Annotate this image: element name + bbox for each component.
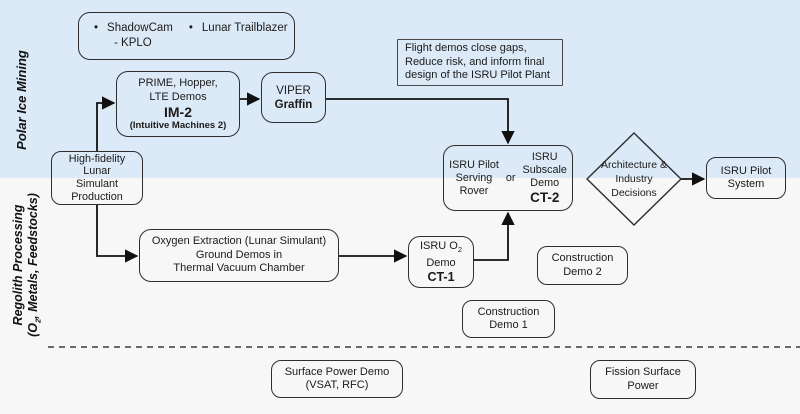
construction-demo-1-box: Construction Demo 1	[462, 300, 555, 338]
kplo-label: - KPLO	[114, 37, 152, 49]
lane-label-polar-ice-mining: Polar Ice Mining	[14, 50, 29, 150]
flight-demos-note-box: Flight demos close gaps, Reduce risk, an…	[397, 39, 563, 86]
flight-note-line3: design of the ISRU Pilot Plant	[405, 69, 550, 82]
shadowcam-label: ShadowCam	[107, 22, 173, 34]
graffin-label: Graffin	[274, 98, 313, 111]
high-fidelity-simulant-box: High-fidelity Lunar Simulant Production	[51, 151, 143, 205]
oxygen-line2: Ground Demos in	[195, 248, 283, 261]
prime-line1: PRIME, Hopper,	[138, 77, 218, 89]
ct2-box: ISRU Pilot Serving Rover or ISRU Subscal…	[443, 145, 573, 211]
construction-demo-2-box: Construction Demo 2	[537, 246, 628, 285]
pilot-system-line1: ISRU Pilot	[720, 164, 772, 177]
high-fidelity-line3: Simulant	[75, 178, 118, 190]
shadowcam-row: • ShadowCam • Lunar Trailblazer	[94, 21, 288, 36]
pilot-system-line2: System	[727, 178, 765, 190]
ct1-box: ISRU O2 Demo CT-1	[408, 236, 474, 288]
ct2-left-option: ISRU Pilot Serving Rover	[449, 158, 499, 197]
ct1-line1: ISRU O2	[419, 240, 463, 255]
oxygen-line3: Thermal Vacuum Chamber	[173, 262, 305, 275]
oxygen-line1: Oxygen Extraction (Lunar Simulant)	[151, 235, 327, 248]
ct2-right-option: ISRU Subscale Demo CT-2	[522, 151, 567, 205]
high-fidelity-line1: High-fidelity	[68, 152, 126, 165]
ct1-line2: Demo	[426, 256, 456, 269]
regolith-label-line1: Regolith Processing	[11, 204, 25, 326]
lane-label-regolith-processing: Regolith Processing (O2, Metals, Feedsto…	[11, 183, 42, 347]
high-fidelity-line4: Production	[71, 190, 123, 203]
decision-line1: Architecture &	[601, 159, 667, 172]
viper-label: VIPER	[276, 84, 311, 97]
ct1-label: CT-1	[427, 269, 455, 284]
flight-note-line1: Flight demos close gaps,	[405, 41, 527, 54]
im2-label: IM-2	[164, 104, 192, 120]
intuitive-machines-label: (Intuitive Machines 2)	[129, 120, 227, 131]
ct2-or-label: or	[505, 171, 516, 184]
oxygen-extraction-box: Oxygen Extraction (Lunar Simulant) Groun…	[139, 229, 339, 282]
isru-pilot-system-box: ISRU Pilot System	[706, 157, 786, 199]
edge-simulant-to-oxygen	[96, 205, 139, 263]
high-fidelity-line2: Lunar	[83, 165, 111, 178]
fission-surface-power-box: Fission Surface Power	[590, 360, 696, 399]
bullet-icon: •	[188, 22, 193, 34]
decision-line2: Industry	[615, 173, 653, 186]
flight-note-line2: Reduce risk, and inform final	[405, 55, 545, 68]
viper-box: VIPER Graffin	[261, 72, 326, 123]
regolith-label-line2: (O2, Metals, Feedstocks)	[25, 193, 43, 337]
prime-line2: LTE Demos	[149, 90, 207, 103]
decision-line3: Decisions	[611, 186, 657, 199]
prime-im2-box: PRIME, Hopper, LTE Demos IM-2 (Intuitive…	[116, 71, 240, 137]
lunar-trailblazer-label: Lunar Trailblazer	[201, 22, 288, 34]
ct2-label: CT-2	[530, 190, 560, 205]
edge-ct1-to-ct2	[474, 211, 515, 261]
surface-power-demo-box: Surface Power Demo (VSAT, RFC)	[271, 360, 403, 398]
shadowcam-trailblazer-box: • ShadowCam • Lunar Trailblazer - KPLO	[78, 12, 295, 60]
bullet-icon: •	[94, 22, 99, 34]
architecture-decision-diamond: Architecture & Industry Decisions	[586, 158, 682, 202]
